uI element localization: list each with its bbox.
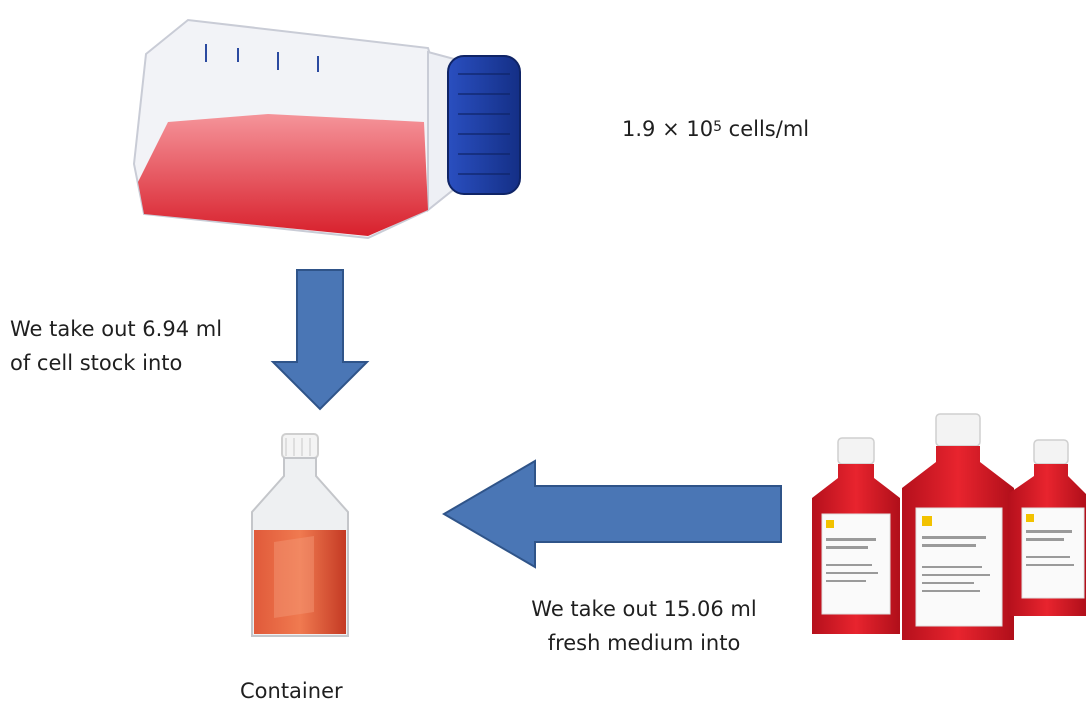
medium-step-line1: We take out 15.06 ml bbox=[531, 597, 757, 621]
medium-step-text: We take out 15.06 ml fresh medium into bbox=[500, 592, 788, 660]
cell-stock-step-line1: We take out 6.94 ml bbox=[10, 317, 223, 341]
medium-bottle-middle bbox=[902, 413, 1014, 640]
medium-bottle-right bbox=[1008, 439, 1086, 616]
medium-bottle-left bbox=[812, 437, 900, 634]
fresh-medium-bottles-image bbox=[808, 412, 1087, 644]
concentration-unit: cells/ml bbox=[722, 117, 810, 141]
concentration-base: 1.9 × 10 bbox=[622, 117, 714, 141]
container-bottle-image bbox=[244, 432, 356, 646]
down-arrow bbox=[270, 268, 370, 412]
container-label: Container bbox=[240, 679, 343, 703]
left-arrow bbox=[441, 458, 787, 570]
concentration-exponent: 5 bbox=[713, 119, 722, 135]
medium-step-line2: fresh medium into bbox=[547, 631, 741, 655]
cell-stock-step-text: We take out 6.94 ml of cell stock into bbox=[10, 312, 222, 380]
cell-stock-step-line2: of cell stock into bbox=[10, 351, 183, 375]
cell-concentration-label: 1.9 × 105 cells/ml bbox=[622, 112, 809, 146]
culture-flask-image bbox=[128, 14, 528, 250]
